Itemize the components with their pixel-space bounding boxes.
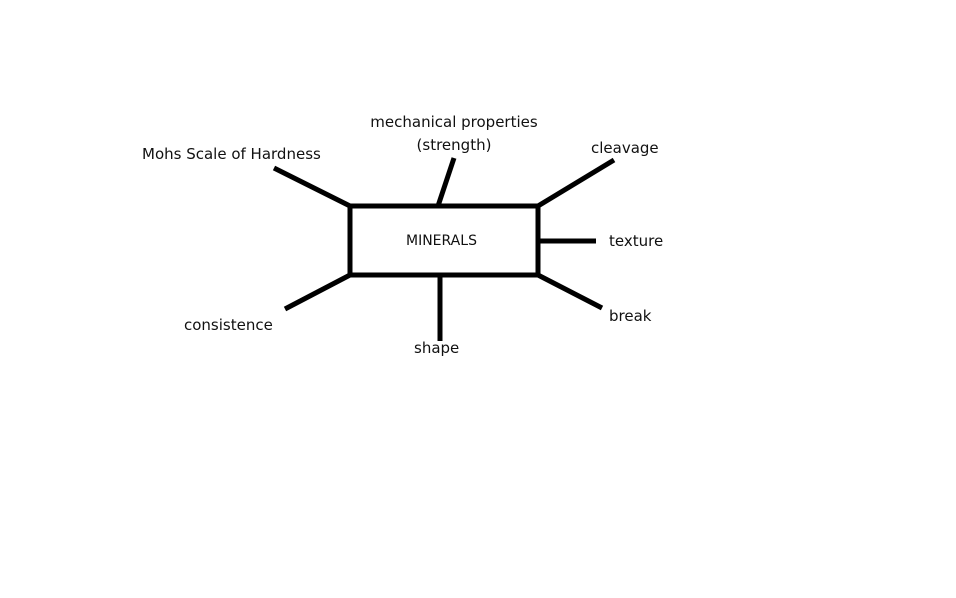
connector-cleavage	[536, 157, 616, 209]
node-consistence: consistence	[184, 316, 273, 334]
connector-mohs	[272, 165, 352, 209]
node-mechanical-properties: mechanical properties (strength)	[360, 111, 548, 157]
node-cleavage: cleavage	[591, 139, 659, 157]
node-break: break	[609, 307, 652, 325]
node-mohs-scale: Mohs Scale of Hardness	[142, 145, 321, 163]
connector-consistence	[283, 272, 352, 312]
connector-break	[536, 272, 604, 311]
node-texture: texture	[609, 232, 664, 250]
node-mechanical-line2: (strength)	[416, 136, 492, 154]
node-shape: shape	[414, 339, 460, 357]
node-mechanical-line1: mechanical properties	[370, 113, 538, 131]
connector-mechanical	[435, 157, 457, 207]
center-label: MINERALS	[406, 233, 477, 249]
